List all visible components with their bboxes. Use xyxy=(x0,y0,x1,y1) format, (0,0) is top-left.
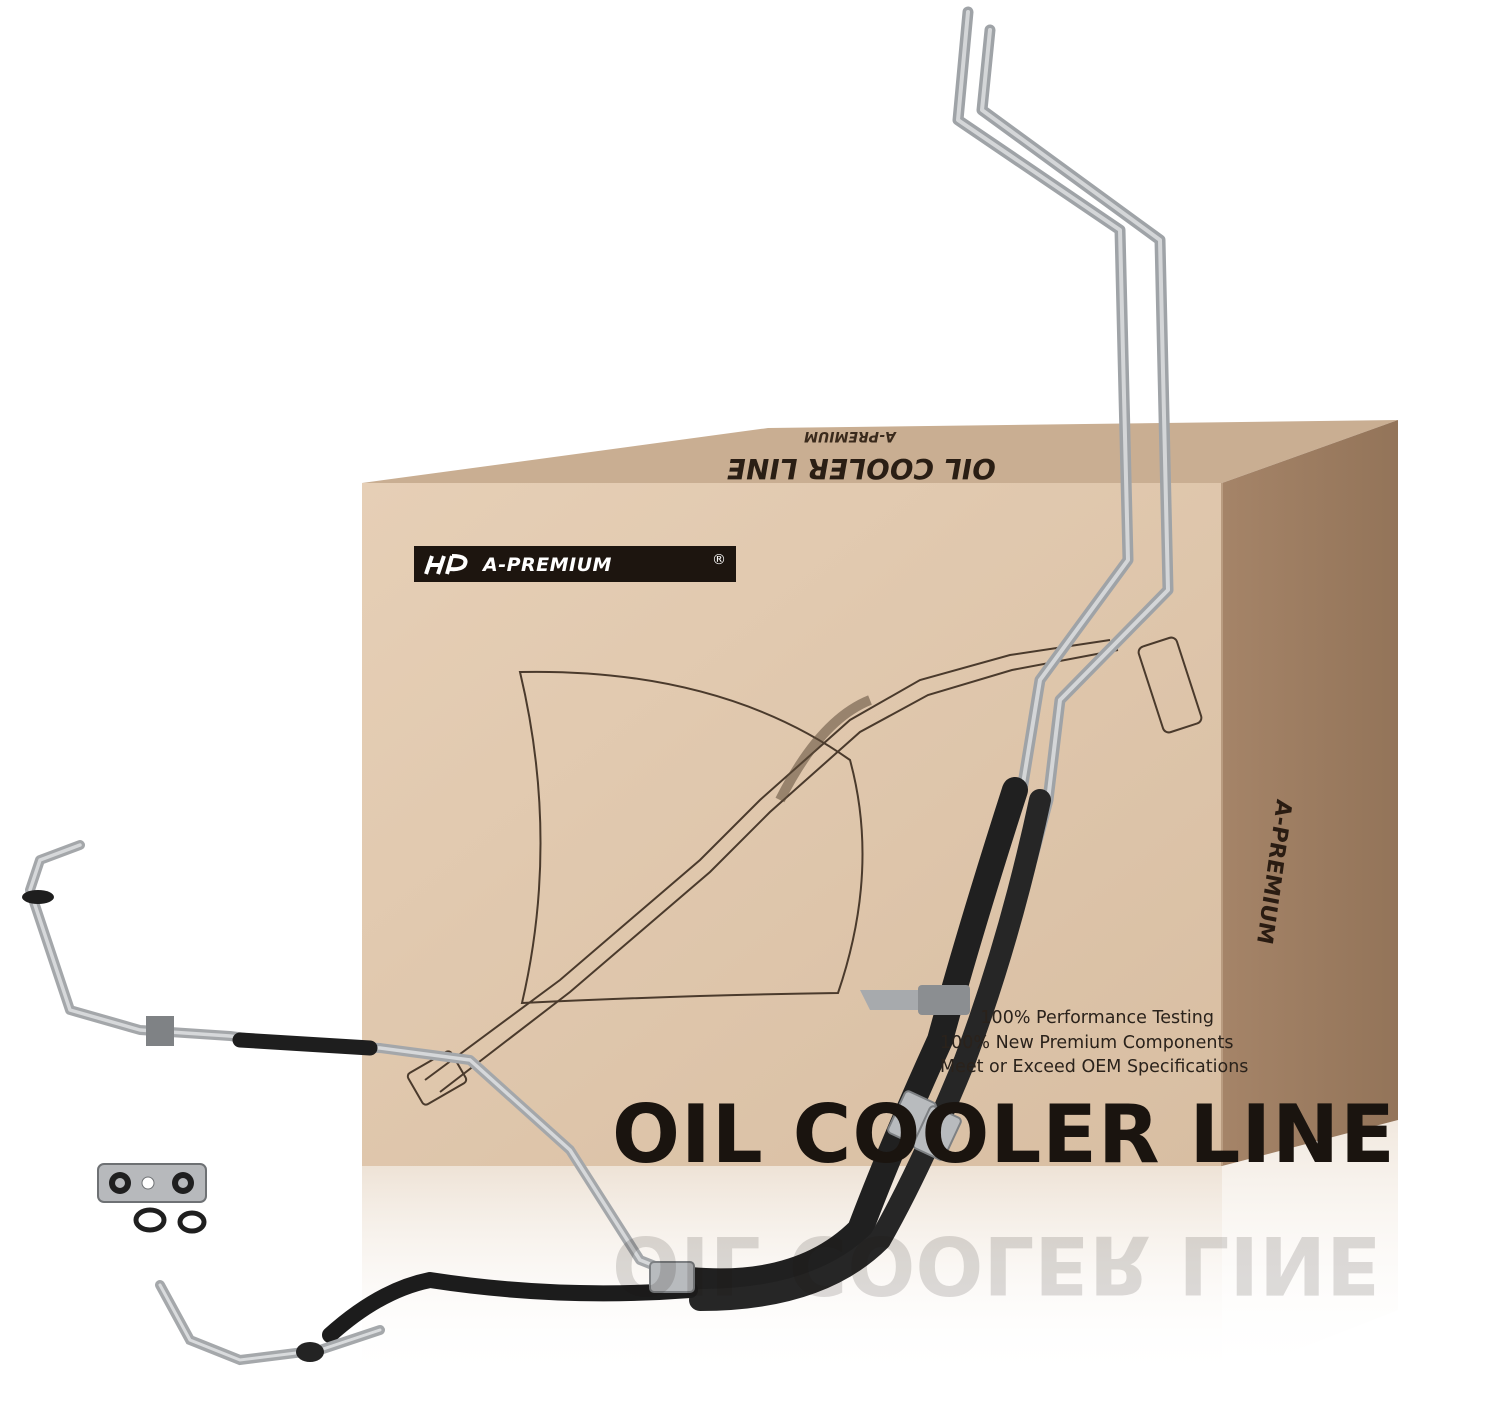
box-side-face xyxy=(1222,420,1398,1166)
o-ring-icon xyxy=(177,1210,207,1234)
feature-line: 100% New Premium Components xyxy=(940,1033,1234,1053)
front-brand-name: A-PREMIUM xyxy=(483,554,612,576)
mounting-bracket xyxy=(860,985,970,1015)
registered-mark: ® xyxy=(712,552,726,568)
product-box xyxy=(362,420,1398,1166)
box-front-face xyxy=(362,483,1222,1166)
front-brand-logo xyxy=(414,546,736,582)
box-line-illustration xyxy=(406,636,1203,1106)
cooler-line-bottom-stub xyxy=(155,1280,385,1366)
reflected-product-title: OIL COOLER LINE xyxy=(612,1218,1381,1311)
front-product-title: OIL COOLER LINE xyxy=(612,1088,1396,1181)
o-ring-icon xyxy=(133,1207,167,1233)
box-top-face xyxy=(362,420,1398,483)
gasket-kit xyxy=(97,1163,207,1234)
brand-logo-icon xyxy=(424,554,468,575)
hose-fittings xyxy=(649,1090,962,1293)
feature-line: Meet or Exceed OEM Specifications xyxy=(940,1057,1249,1077)
top-brand-name: A-PREMIUM xyxy=(804,428,896,444)
cooler-line-left-branch xyxy=(22,840,695,1285)
top-product-title: OIL COOLER LINE xyxy=(724,452,999,485)
feature-line: 100% Performance Testing xyxy=(980,1008,1214,1028)
